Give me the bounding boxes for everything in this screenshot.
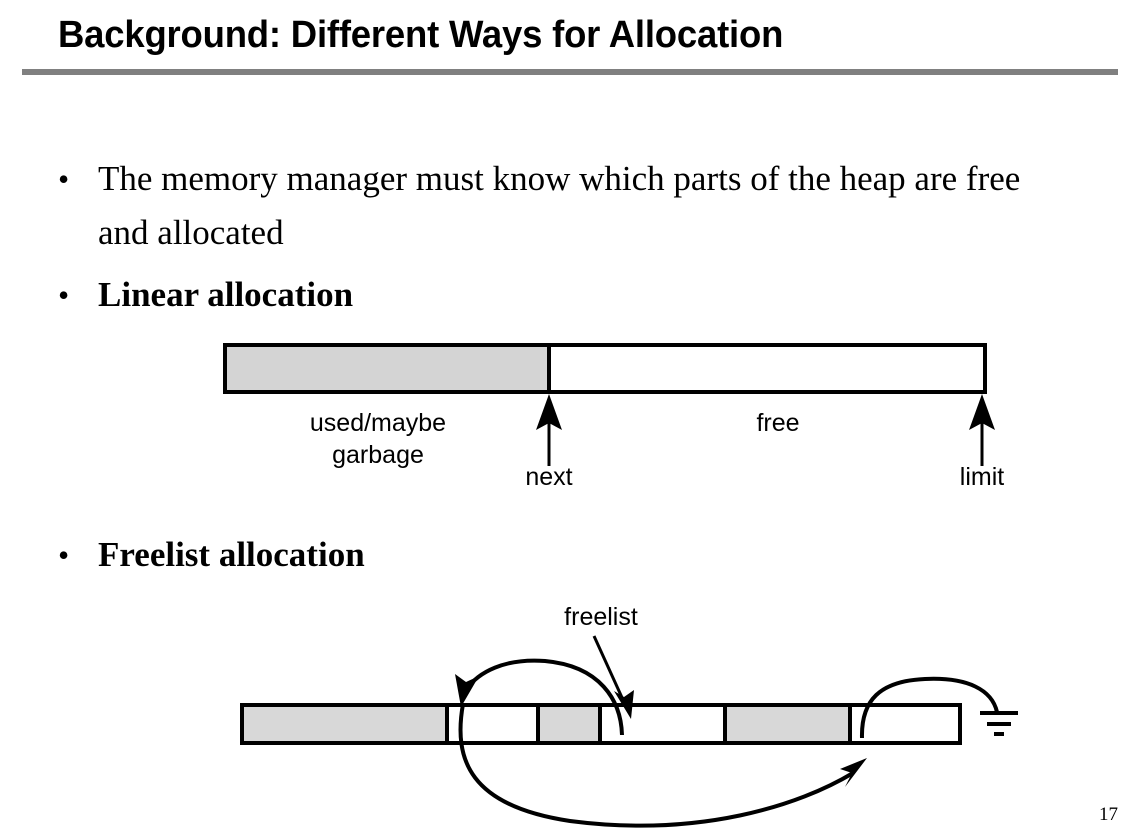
title-divider-rule [22,69,1118,75]
bullet-marker-icon: • [58,277,70,313]
ground-symbol [980,711,1018,736]
freelist-label: freelist [564,603,638,631]
freelist-cell-allocated-3 [723,703,852,745]
bullet-text: The memory manager must know which parts… [98,159,1021,252]
freelist-link-free2-to-free1 [455,658,624,736]
bullet-item-linear-allocation: • Linear allocation [58,268,658,322]
linear-used-label-line2: garbage [332,441,424,469]
bullet-item-freelist-allocation: • Freelist allocation [58,528,658,582]
bullet-text: Freelist allocation [98,535,365,574]
bullet-marker-icon: • [58,537,70,573]
freelist-label-arrow [592,635,634,719]
freelist-cell-allocated-2 [536,703,602,745]
bullet-marker-icon: • [58,161,70,197]
next-label: next [525,463,572,491]
linear-free-label: free [756,409,799,437]
freelist-cell-allocated-1 [240,703,449,745]
linear-free-segment [547,343,987,394]
limit-pointer-arrow [969,394,995,466]
linear-used-label-line1: used/maybe [310,409,446,437]
next-pointer-arrow [536,394,562,466]
freelist-link-free1-to-free3 [458,703,867,828]
bullet-text: Linear allocation [98,275,354,314]
page-title: Background: Different Ways for Allocatio… [58,14,784,56]
freelist-link-free3-to-ground [859,676,999,739]
freelist-cell-free-3 [848,703,962,745]
page-number: 17 [1099,804,1118,825]
bullet-item-memory-manager: • The memory manager must know which par… [58,152,1078,260]
limit-label: limit [960,463,1004,491]
